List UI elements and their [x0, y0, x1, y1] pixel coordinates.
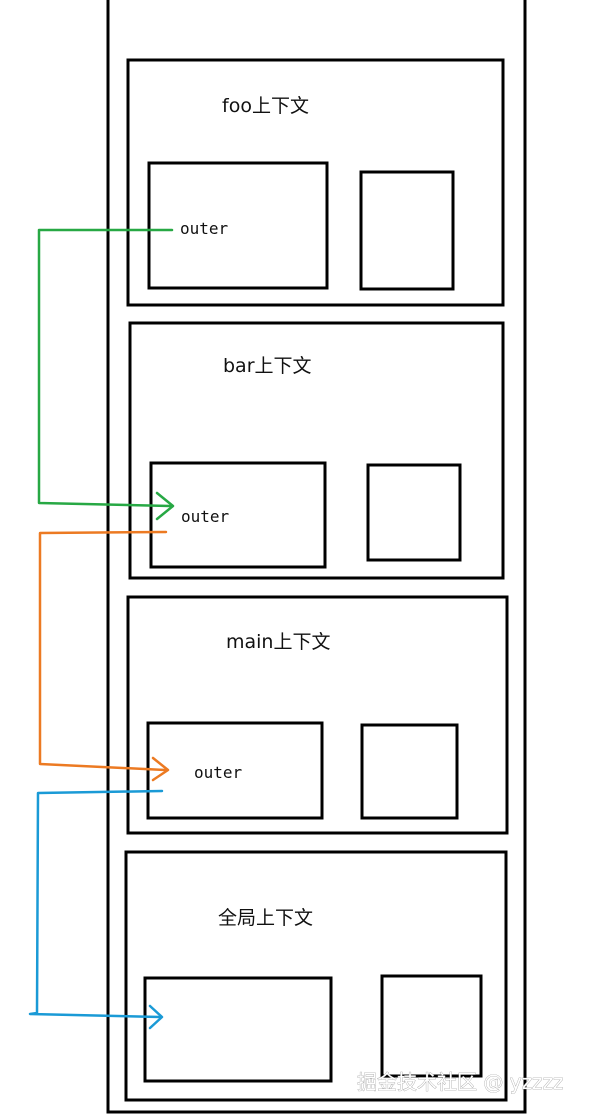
watermark-text: 掘金技术社区 @ yzzzz — [357, 1070, 564, 1094]
variable-object-box — [143, 976, 333, 1083]
variable-object-box — [149, 461, 327, 569]
scope-chain-box — [360, 723, 459, 820]
context-box — [124, 850, 508, 1102]
bar-context: bar上下文 outer — [128, 321, 505, 580]
scope-link-foo-to-bar — [37, 228, 175, 521]
scope-chain-box — [359, 170, 455, 291]
scope-link-main-to-global — [28, 789, 164, 1030]
outer-variable-label: outer — [180, 219, 229, 238]
arrowhead-icon — [148, 1004, 164, 1030]
context-box — [128, 321, 505, 580]
foo-context: foo上下文 outer — [126, 58, 505, 307]
context-title: 全局上下文 — [218, 907, 313, 929]
arrowhead-icon — [151, 756, 170, 782]
context-title: main上下文 — [226, 631, 330, 653]
global-context: 全局上下文 — [124, 850, 508, 1102]
context-title: foo上下文 — [222, 95, 309, 117]
context-title: bar上下文 — [223, 355, 312, 377]
context-box — [126, 58, 505, 307]
scope-link-line — [28, 789, 164, 1019]
main-context: main上下文 outer — [126, 595, 509, 835]
scope-link-line — [38, 530, 168, 772]
scope-link-bar-to-main — [38, 530, 170, 782]
arrowhead-icon — [155, 491, 175, 521]
outer-variable-label: outer — [181, 507, 230, 526]
variable-object-box — [146, 721, 324, 820]
scope-chain-box — [366, 463, 462, 562]
scope-link-line — [37, 228, 174, 508]
scope-chain-box — [380, 974, 483, 1078]
variable-object-box — [147, 161, 329, 290]
outer-variable-label: outer — [194, 763, 243, 782]
context-box — [126, 595, 509, 835]
call-stack-frame — [106, 0, 527, 1114]
